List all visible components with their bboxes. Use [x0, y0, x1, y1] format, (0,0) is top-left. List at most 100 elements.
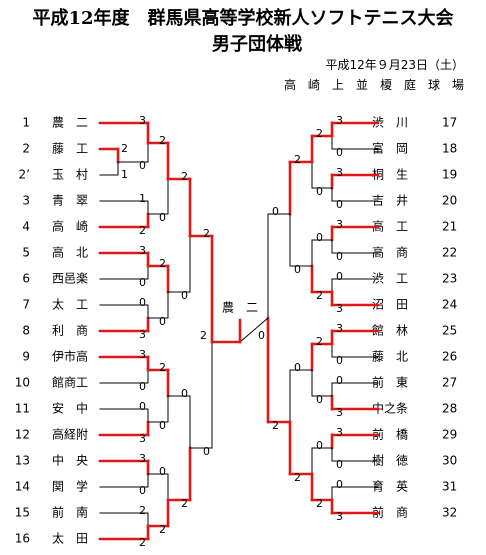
team-number: 24: [442, 298, 457, 312]
score-label: 0: [181, 387, 188, 400]
score-label: 0: [139, 159, 146, 172]
score-label: 2: [159, 134, 166, 147]
score-label: 0: [294, 263, 301, 276]
score-label: 0: [272, 205, 279, 218]
team-name: 前 東: [372, 375, 408, 390]
team-name: 伊市高: [52, 349, 88, 364]
team-name: 育 英: [372, 479, 408, 494]
bracket-line: [239, 317, 269, 343]
team-number: 10: [15, 376, 30, 390]
team-name: 藤 工: [52, 142, 88, 156]
score-label: 2: [316, 335, 323, 348]
score-label: 0: [139, 380, 146, 393]
score-label: 3: [336, 114, 343, 127]
score-label: 0: [294, 361, 301, 374]
team-name: 樹 徳: [372, 453, 408, 468]
team-name: 富 岡: [372, 141, 408, 156]
team-name: 渋 工: [372, 272, 408, 286]
score-label: 3: [139, 432, 146, 445]
score-label: 0: [159, 419, 166, 432]
team-name: 館商工: [52, 375, 88, 390]
team-name: 高 工: [372, 219, 408, 234]
score-label: 0: [316, 439, 323, 452]
score-label: 3: [139, 452, 146, 465]
score-label: 0: [159, 211, 166, 224]
team-name: 中 央: [52, 453, 88, 468]
team-name: 安 中: [52, 401, 88, 416]
score-label: 0: [336, 146, 343, 159]
team-number: 6: [22, 272, 30, 286]
score-label: 3: [336, 406, 343, 419]
team-name: 太 工: [52, 297, 88, 312]
score-label: 2: [159, 361, 166, 374]
team-name: 太 田: [52, 531, 88, 546]
team-number: 7: [22, 298, 30, 312]
team-number: 11: [15, 402, 30, 416]
team-number: 25: [442, 324, 457, 338]
team-number: 9: [22, 350, 30, 364]
score-label: 0: [336, 458, 343, 471]
team-name: 青 翠: [52, 194, 88, 208]
score-label: 0: [336, 198, 343, 211]
score-label: 2: [139, 224, 146, 237]
score-label: 2: [294, 153, 301, 166]
team-number: 1: [22, 116, 30, 130]
score-label: 0: [336, 250, 343, 263]
score-label: 3: [139, 348, 146, 361]
team-name: 農 二: [52, 116, 88, 130]
team-number: 31: [442, 480, 457, 494]
score-label: 2: [272, 419, 279, 432]
score-label: 2: [139, 504, 146, 517]
score-label: 2: [139, 536, 146, 549]
team-number: 30: [442, 454, 457, 468]
score-label: 3: [139, 114, 146, 127]
score-label: 2: [203, 227, 210, 240]
score-label: 2: [159, 257, 166, 270]
score-label: 2: [200, 329, 207, 342]
team-name: 藤 北: [372, 350, 408, 364]
team-number: 17: [442, 116, 457, 130]
score-label: 0: [139, 400, 146, 413]
score-label: 0: [181, 289, 188, 302]
score-label: 2: [121, 142, 128, 155]
score-label: 2: [316, 497, 323, 510]
team-number: 28: [442, 402, 457, 416]
score-label: 2: [316, 127, 323, 140]
team-number: 27: [442, 376, 457, 390]
team-number: 22: [442, 246, 457, 260]
score-label: 0: [203, 445, 210, 458]
team-name: 前 橋: [372, 427, 408, 442]
team-number: 5: [22, 246, 30, 260]
team-name: 関 学: [52, 479, 88, 494]
score-label: 0: [139, 484, 146, 497]
score-label: 0: [159, 315, 166, 328]
score-label: 3: [336, 322, 343, 335]
score-label: 3: [139, 244, 146, 257]
score-label: 2: [181, 497, 188, 510]
score-label: 0: [336, 270, 343, 283]
score-label: 0: [336, 374, 343, 387]
team-name: 高 商: [372, 245, 408, 260]
score-label: 2: [294, 471, 301, 484]
team-name: 渋 川: [372, 116, 408, 130]
score-label: 0: [336, 354, 343, 367]
score-label: 3: [336, 426, 343, 439]
team-number: 19: [442, 168, 457, 182]
team-number: 8: [22, 324, 30, 338]
score-label: 0: [316, 231, 323, 244]
team-name: 前 商: [372, 505, 408, 520]
score-label: 2: [159, 523, 166, 536]
score-label: 0: [316, 185, 323, 198]
team-number: 29: [442, 428, 457, 442]
score-label: 1: [121, 168, 128, 181]
team-name: 高経附: [52, 427, 88, 442]
score-label: 0: [336, 478, 343, 491]
team-number: 2’: [19, 168, 30, 182]
team-number: 15: [15, 506, 30, 520]
team-name: 西邑楽: [52, 272, 88, 286]
score-label: 3: [336, 218, 343, 231]
team-name: 沼 田: [372, 298, 408, 312]
score-label: 0: [258, 329, 265, 342]
score-label: 3: [336, 510, 343, 523]
